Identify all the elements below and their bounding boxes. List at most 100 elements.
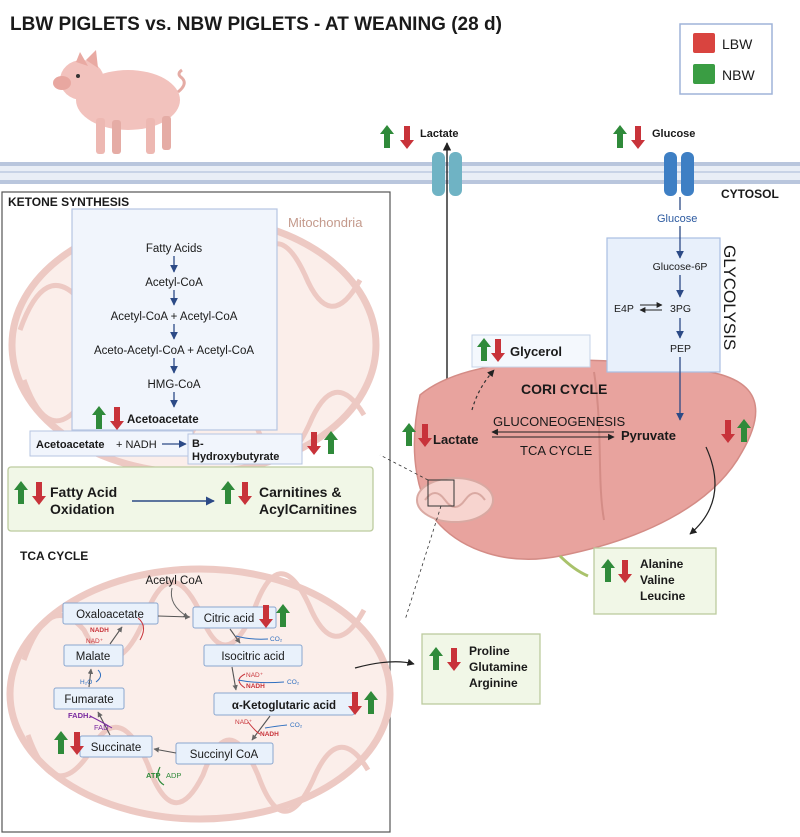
cytosol-label: CYTOSOL [721, 187, 779, 201]
fao-line2: Oxidation [50, 501, 115, 517]
cofactor-nadh-1: NADH [90, 627, 109, 634]
mitochondria-label: Mitochondria [288, 215, 363, 230]
bhb-box [187, 433, 303, 465]
cofactor-nadh-3: NADH [260, 731, 279, 738]
glucose-cytosol-label: Glucose [657, 213, 697, 225]
tca-node-citric-acid-label: Citric acid [204, 613, 254, 625]
tca-node-fumarate [53, 687, 125, 710]
cofactor-nad-1: NAD⁺ [86, 638, 104, 645]
aminoacids-box-1 [421, 633, 541, 705]
ketone-step-fatty-acids: Fatty Acids [146, 243, 202, 255]
legend-swatch-nbw [693, 64, 715, 84]
tca-to-aminoacids-arrow [354, 658, 415, 669]
tca-node-isocitric-acid-label: Isocitric acid [221, 651, 284, 663]
co2-curve-1 [235, 635, 269, 640]
cofactor-co2-3: CO₂ [290, 722, 303, 729]
cofactor-atp: ATP [146, 771, 160, 780]
aminoacid-valine: Valine [640, 573, 675, 587]
tca-node-oxaloacetate-label: Oxaloacetate [76, 609, 144, 621]
glycerol-arrow [471, 369, 495, 411]
cofactor-nad-3: NAD⁺ [235, 719, 253, 726]
tca-cycle-arrows [87, 614, 271, 754]
bhb-line1: B- [192, 438, 204, 450]
tca-node-oxaloacetate [62, 602, 159, 625]
cofactor-nadh-2: NADH [246, 683, 265, 690]
tca-node-succinate-label: Succinate [91, 742, 142, 754]
aminoacid-proline: Proline [469, 644, 510, 658]
tca-node-succinyl-coa-label: Succinyl CoA [190, 749, 259, 761]
glucose-transporter-channel [664, 152, 694, 196]
zoom-line-tca [404, 505, 442, 621]
cofactor-fad: FAD [94, 723, 109, 732]
membrane-glucose-label: Glucose [652, 128, 695, 140]
lactate-membrane-up-arrow [380, 125, 394, 148]
ketone-step-acetyl-coa: Acetyl-CoA [145, 277, 203, 289]
lactate-membrane-down-arrow [400, 126, 414, 149]
cofactor-adp: ADP [166, 771, 181, 780]
fad-curve [89, 715, 113, 729]
cell-membrane [0, 162, 800, 184]
lactate-transporter-channel [432, 152, 462, 196]
gluconeogenesis-label: GLUCONEOGENESIS [493, 414, 626, 429]
liver-tca-cycle-label: TCA CYCLE [520, 443, 593, 458]
ketone-acetoacetate: Acetoacetate [127, 414, 199, 426]
ketone-step-hmg-coa: HMG-CoA [147, 379, 200, 391]
legend-label-lbw: LBW [722, 36, 753, 52]
glycolysis-3pg: 3PG [670, 303, 691, 315]
co2-curve-2 [237, 679, 285, 684]
cofactor-nad-2: NAD⁺ [246, 672, 264, 679]
cofactor-fadh2: FADH₂ [68, 711, 92, 720]
legend-swatch-lbw [693, 33, 715, 53]
bhb-line2: Hydroxybutyrate [192, 451, 279, 463]
tca-node-isocitric-acid [203, 644, 303, 667]
liver-lactate-label: Lactate [433, 432, 479, 447]
atp-curve [157, 766, 165, 786]
piglet-illustration [53, 50, 186, 154]
aminoacid-alanine: Alanine [640, 557, 684, 571]
tca-node-succinyl-coa [175, 742, 274, 765]
glucose-membrane-down-arrow [631, 126, 645, 149]
fao-line1: Fatty Acid [50, 484, 117, 500]
tca-node-malate-label: Malate [76, 651, 111, 663]
h2o-curve [95, 669, 102, 683]
aminoacid-glutamine: Glutamine [469, 660, 528, 674]
glucose-membrane-up-arrow [613, 125, 627, 148]
liver-gallbladder-duct [558, 554, 589, 578]
cofactor-co2-1: CO₂ [270, 636, 283, 643]
liver-lobe-line [593, 371, 605, 521]
tca-section-title: TCA CYCLE [20, 549, 88, 563]
carnitines-line2: AcylCarnitines [259, 501, 357, 517]
glycolysis-label: GLYCOLYSIS [720, 245, 739, 350]
liver-pyruvate-label: Pyruvate [621, 428, 676, 443]
page-title: LBW PIGLETS vs. NBW PIGLETS - AT WEANING… [10, 14, 502, 35]
ketone-step-acetyl-coa-pair: Acetyl-CoA + Acetyl-CoA [111, 311, 238, 323]
liver-mitochondria-cristae [424, 492, 486, 508]
tca-node-malate [63, 644, 124, 667]
glycolysis-e4p: E4P [614, 303, 634, 315]
reaction-nadh: + NADH [116, 439, 157, 451]
liver-mitochondria-zoom [416, 477, 494, 523]
membrane-lactate-label: Lactate [420, 128, 459, 140]
cofactor-co2-2: CO₂ [287, 679, 300, 686]
legend-label-nbw: NBW [722, 67, 755, 83]
co2-curve-3 [264, 724, 288, 729]
glycolysis-pep: PEP [670, 343, 691, 355]
cofactor-h2o: H₂O [80, 679, 92, 686]
acetyl-coa-arrow [170, 587, 189, 618]
aminoacid-arginine: Arginine [469, 676, 518, 690]
pyruvate-to-aminoacids-arrow [689, 446, 716, 535]
aminoacids-box-2 [593, 547, 717, 615]
carnitines-line1: Carnitines & [259, 484, 341, 500]
legend: LBW NBW [679, 23, 773, 95]
ketone-section-title: KETONE SYNTHESIS [8, 195, 129, 209]
cori-cycle-label: CORI CYCLE [521, 381, 607, 397]
left-panel-frame [1, 191, 391, 833]
aminoacid-leucine: Leucine [640, 589, 686, 603]
tca-node-akg-label: α-Ketoglutaric acid [232, 700, 336, 712]
nadh-curve-1 [137, 617, 144, 641]
ketone-step-acetoacetyl-coa: Aceto-Acetyl-CoA + Acetyl-CoA [94, 345, 254, 357]
glycerol-label: Glycerol [510, 344, 562, 359]
glycerol-box [471, 334, 591, 368]
